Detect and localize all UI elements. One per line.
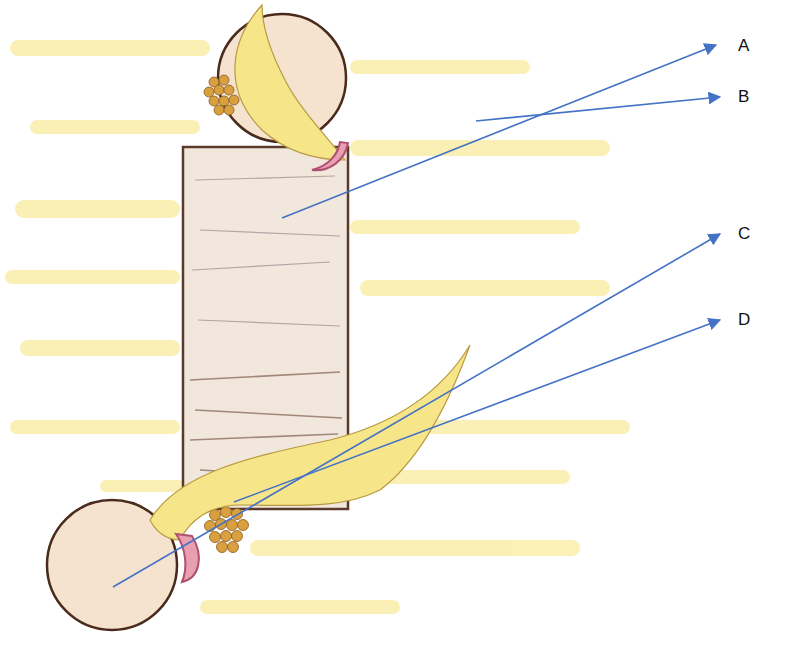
callout-letter: D <box>738 311 750 328</box>
tendon <box>150 345 470 540</box>
leader-lines <box>113 45 720 587</box>
tendon <box>235 5 345 160</box>
callout-letter: B <box>738 88 749 105</box>
cartilage <box>312 142 348 170</box>
fat-cluster <box>204 75 239 115</box>
callout-letter: C <box>738 225 750 242</box>
cartilage <box>176 534 199 582</box>
callout-letter: A <box>738 37 749 54</box>
